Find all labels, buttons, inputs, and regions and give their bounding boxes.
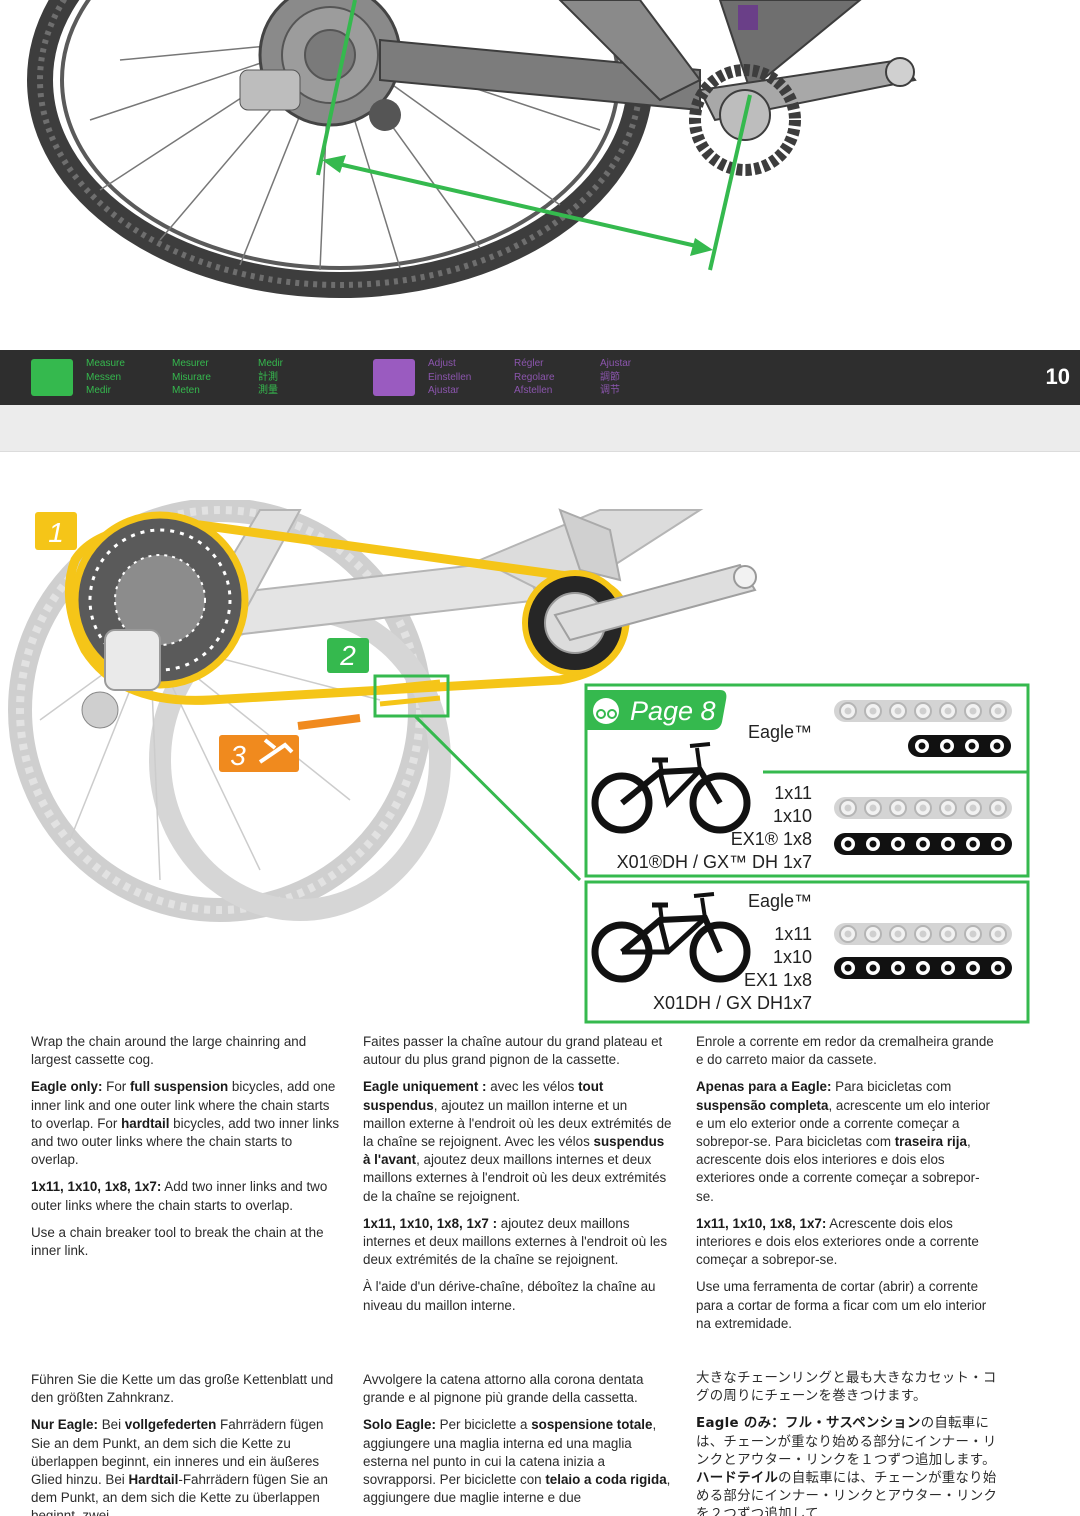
fs-model-1x10: 1x10: [773, 806, 812, 826]
chain-link-row-light: [834, 700, 1012, 722]
overlap-zoom-box: [373, 674, 450, 718]
adjust-labels-3: Ajustar 調節 调节: [600, 357, 631, 398]
measure-labels-1: Measure Messen Medir: [86, 357, 125, 398]
instructions-english: Wrap the chain around the large chainrin…: [31, 1033, 341, 1269]
paragraph: Eagle uniquement : avec les vélos tout s…: [363, 1079, 672, 1204]
legend-bar: Measure Messen Medir Mesurer Misurare Me…: [0, 350, 1080, 405]
paragraph: Apenas para a Eagle: Para bicicletas com…: [696, 1079, 990, 1204]
chain-tool-icon: [258, 738, 294, 764]
legend-label: Medir: [86, 385, 112, 396]
chain-link-graphics: [834, 700, 1012, 979]
legend-label: Messen: [86, 371, 122, 383]
legend-label: Ajustar: [428, 385, 460, 396]
chain-link-row-light: [834, 797, 1012, 819]
legend-label: Ajustar: [600, 358, 632, 369]
chain-link-row-dark: [908, 735, 1011, 757]
fs-model-1x7: X01®DH / GX™ DH 1x7: [617, 852, 812, 872]
legend-label: Régler: [514, 358, 544, 369]
legend-label: Einstellen: [428, 371, 472, 383]
chain-link-row-dark: [834, 957, 1012, 979]
paragraph: Avvolgere la catena attorno alla corona …: [363, 1372, 644, 1406]
fs-model-1x8: EX1® 1x8: [731, 829, 812, 849]
step-2-badge: [327, 638, 369, 673]
measure-arrow: [329, 160, 706, 250]
adjust-swatch: [373, 359, 415, 396]
instructions-italian: Avvolgere la catena attorno alla corona …: [363, 1371, 673, 1516]
chainring: [689, 64, 801, 176]
instructions-portuguese: Enrole a corrente em redor da cremalheir…: [696, 1033, 996, 1342]
measure-chain-illustration: [27, 0, 917, 298]
instructions-japanese: 大きなチェーンリングと最も大きなカセット・コグの周りにチェーンを巻きつけます。 …: [696, 1370, 1006, 1516]
paragraph: Eagle のみ：フル・サスペンションの自転車には、チェーンが重なり始める部分に…: [696, 1416, 998, 1516]
legend-label: 調節: [600, 371, 620, 383]
measure-labels-2: Mesurer Misurare Meten: [172, 357, 211, 398]
hardtail-bike-icon: [591, 892, 751, 983]
measure-labels-3: Medir 計測 測量: [258, 357, 283, 398]
step-1-badge: [35, 512, 77, 550]
full-suspension-bike-icon: [591, 742, 751, 834]
step-3-number: 3: [230, 740, 246, 771]
top-illustration-area: [0, 0, 1080, 350]
paragraph: Enrole a corrente em redor da cremalheir…: [696, 1034, 994, 1068]
paragraph: Nur Eagle: Bei vollgefederten Fahrrädern…: [31, 1417, 328, 1516]
legend-label: Medir: [258, 358, 284, 369]
paragraph: Faites passer la chaîne autour du grand …: [363, 1034, 663, 1068]
fs-model-1x11: 1x11: [774, 783, 812, 803]
adjust-labels-2: Régler Regolare Afstellen: [514, 357, 555, 398]
step-1-number: 1: [48, 517, 64, 548]
legend-label: Meten: [172, 385, 200, 396]
legend-label: Mesurer: [172, 358, 209, 369]
fs-eagle-label: Eagle™: [748, 722, 812, 742]
paragraph: À l'aide d'un dérive-chaîne, déboîtez la…: [363, 1279, 656, 1313]
chain-link-row-dark: [834, 833, 1012, 855]
paragraph: Eagle only: For full suspension bicycles…: [31, 1079, 340, 1168]
page-ref-label: Page 8: [630, 696, 716, 726]
paragraph: Use a chain breaker tool to break the ch…: [31, 1224, 324, 1259]
page-separator: [0, 405, 1080, 452]
chain-tool-bar: [297, 714, 361, 730]
measure-line-rear: [316, 0, 357, 176]
chain-link-row-light: [834, 923, 1012, 945]
page-number: 10: [1045, 364, 1070, 389]
legend-label: 測量: [258, 385, 278, 396]
legend-label: 計測: [258, 371, 278, 383]
ht-model-1x7: X01DH / GX DH1x7: [653, 993, 812, 1013]
adjust-labels-1: Adjust Einstellen Ajustar: [428, 357, 471, 398]
paragraph: 1x11, 1x10, 1x8, 1x7: Acrescente dois el…: [696, 1215, 979, 1268]
zoom-pointer-line: [413, 714, 582, 882]
ht-model-1x10: 1x10: [773, 947, 812, 967]
paragraph: Führen Sie die Kette um das große Ketten…: [31, 1372, 334, 1406]
chain-length-diagram: 1 2 3 Page 8: [8, 500, 1030, 1024]
paragraph: 1x11, 1x10, 1x8, 1x7: Add two inner link…: [31, 1179, 328, 1213]
paragraph: 1x11, 1x10, 1x8, 1x7 : ajoutez deux mail…: [363, 1215, 668, 1268]
page-ref-tag: [586, 690, 727, 730]
ht-eagle-label: Eagle™: [748, 891, 812, 911]
ht-model-1x8: EX1 1x8: [744, 970, 812, 990]
instructions-french: Faites passer la chaîne autour du grand …: [363, 1033, 673, 1324]
paragraph: 大きなチェーンリングと最も大きなカセット・コグの周りにチェーンを巻きつけます。: [696, 1371, 997, 1405]
paragraph: Use uma ferramenta de cortar (abrir) a c…: [696, 1279, 987, 1331]
legend-label: Afstellen: [514, 385, 553, 396]
instructions-german: Führen Sie die Kette um das große Ketten…: [31, 1371, 341, 1516]
paragraph: Solo Eagle: Per biciclette a sospensione…: [363, 1417, 671, 1506]
legend-label: 调节: [600, 385, 620, 396]
ht-model-1x11: 1x11: [774, 924, 812, 944]
legend-label: Adjust: [428, 358, 456, 369]
legend-label: Regolare: [514, 371, 555, 383]
measure-swatch: [31, 359, 73, 396]
step-2-number: 2: [339, 640, 356, 671]
measure-line-front: [708, 94, 752, 271]
legend-label: Misurare: [172, 371, 211, 383]
legend-label: Measure: [86, 358, 125, 369]
paragraph: Wrap the chain around the large chainrin…: [31, 1034, 307, 1068]
step-3-badge: [219, 735, 299, 772]
